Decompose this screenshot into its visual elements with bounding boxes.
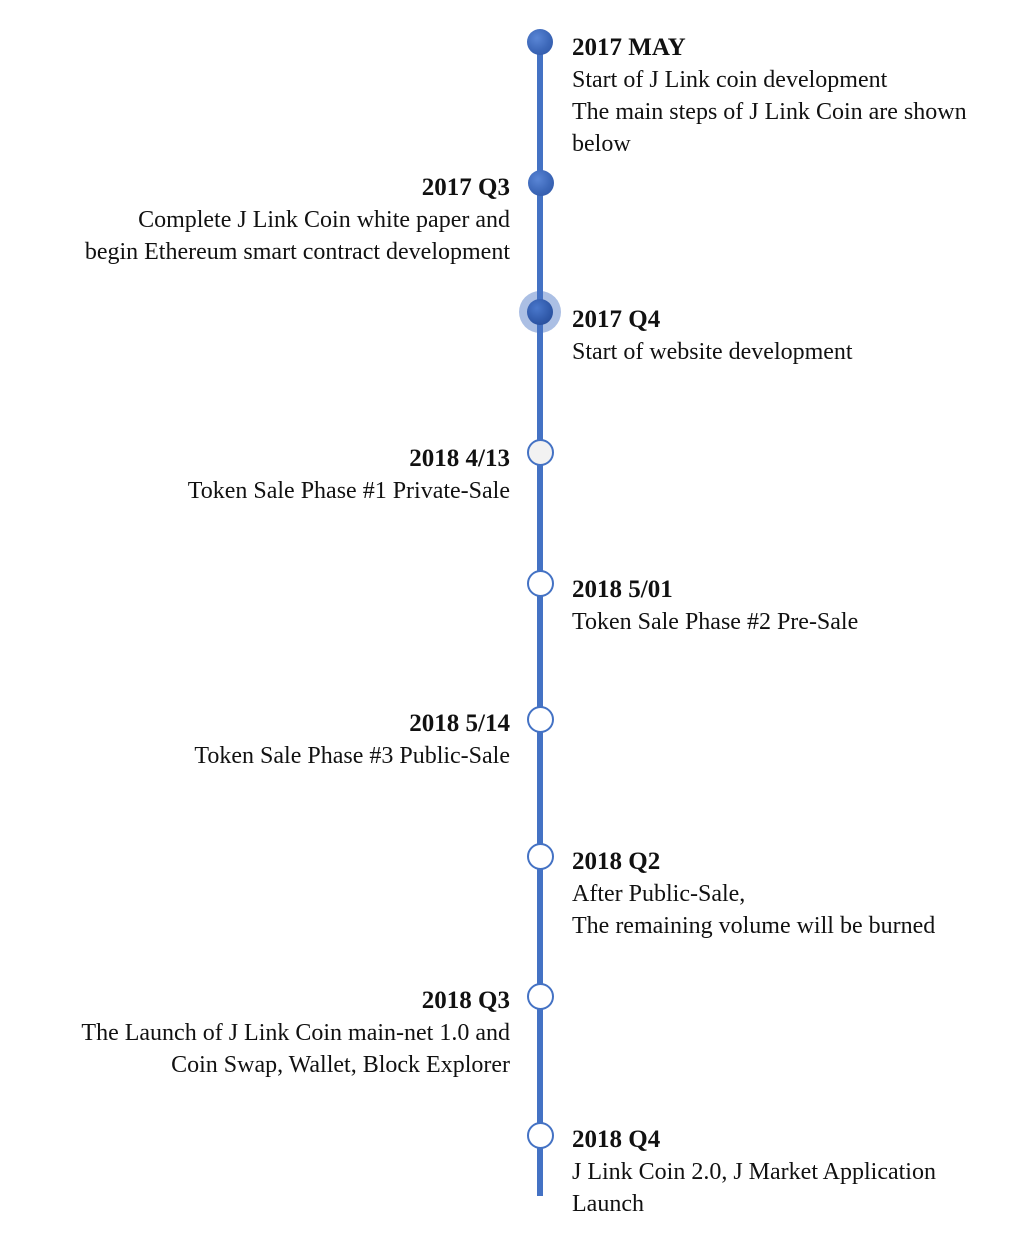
milestone-node-upcoming bbox=[527, 1122, 554, 1149]
milestone-description: Coin Swap, Wallet, Block Explorer bbox=[171, 1052, 510, 1078]
milestone-node-upcoming bbox=[527, 983, 554, 1010]
milestone-description: Token Sale Phase #3 Public-Sale bbox=[194, 743, 510, 769]
milestone-node-upcoming bbox=[527, 843, 554, 870]
milestone-description: Complete J Link Coin white paper and bbox=[138, 207, 510, 233]
milestone-2017-q3: 2017 Q3 Complete J Link Coin white paper… bbox=[85, 172, 510, 268]
milestone-date: 2017 Q4 bbox=[572, 306, 661, 333]
milestone-node-completed bbox=[527, 29, 553, 55]
milestone-description: After Public-Sale, bbox=[572, 881, 746, 907]
milestone-description: The main steps of J Link Coin are shown bbox=[572, 99, 967, 125]
milestone-description: J Link Coin 2.0, J Market Application bbox=[572, 1159, 936, 1185]
milestone-2018-q2: 2018 Q2 After Public-Sale, The remaining… bbox=[572, 846, 935, 942]
milestone-2018-q3: 2018 Q3 The Launch of J Link Coin main-n… bbox=[81, 985, 510, 1081]
milestone-description: The remaining volume will be burned bbox=[572, 913, 936, 939]
milestone-date: 2017 Q3 bbox=[421, 174, 510, 201]
milestone-description: The Launch of J Link Coin main-net 1.0 a… bbox=[81, 1020, 510, 1046]
milestone-description: Token Sale Phase #2 Pre-Sale bbox=[572, 609, 859, 635]
milestone-2018-5-01: 2018 5/01 Token Sale Phase #2 Pre-Sale bbox=[572, 574, 858, 638]
milestone-2018-5-14: 2018 5/14 Token Sale Phase #3 Public-Sal… bbox=[194, 708, 510, 772]
milestone-date: 2018 Q2 bbox=[572, 848, 661, 875]
milestone-description: below bbox=[572, 131, 631, 157]
milestone-2017-may: 2017 MAY Start of J Link coin developmen… bbox=[572, 32, 967, 160]
milestone-date: 2018 5/01 bbox=[572, 576, 673, 603]
milestone-node-upcoming bbox=[527, 706, 554, 733]
milestone-node-completed bbox=[528, 170, 554, 196]
milestone-node-current bbox=[527, 299, 553, 325]
milestone-description: begin Ethereum smart contract developmen… bbox=[84, 239, 510, 265]
milestone-description: Token Sale Phase #1 Private-Sale bbox=[187, 478, 510, 504]
milestone-description: Launch bbox=[572, 1191, 644, 1217]
milestone-date: 2018 4/13 bbox=[409, 445, 510, 472]
milestone-date: 2018 5/14 bbox=[409, 710, 510, 737]
milestone-node-upcoming bbox=[527, 570, 554, 597]
milestone-2018-4-13: 2018 4/13 Token Sale Phase #1 Private-Sa… bbox=[188, 443, 510, 507]
milestone-description: Start of website development bbox=[572, 339, 853, 365]
milestone-2017-q4: 2017 Q4 Start of website development bbox=[572, 304, 853, 368]
milestone-description: Start of J Link coin development bbox=[572, 67, 888, 93]
milestone-date: 2018 Q4 bbox=[572, 1126, 661, 1153]
timeline-axis bbox=[537, 42, 543, 1196]
milestone-node-upcoming bbox=[527, 439, 554, 466]
milestone-2018-q4: 2018 Q4 J Link Coin 2.0, J Market Applic… bbox=[572, 1124, 936, 1220]
milestone-date: 2017 MAY bbox=[572, 34, 686, 61]
milestone-date: 2018 Q3 bbox=[421, 987, 510, 1014]
